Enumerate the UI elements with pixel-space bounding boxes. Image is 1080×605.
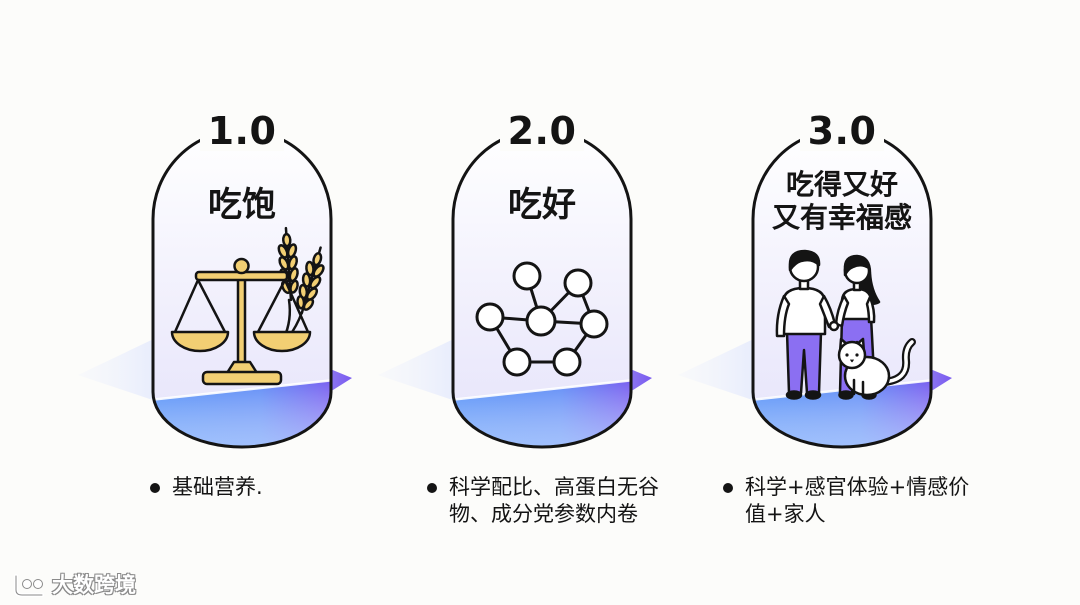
version-label: 3.0 [800, 111, 884, 151]
stage-title-line: 吃好 [453, 182, 631, 228]
bullet-line: 科学配比、高蛋白无谷 [449, 474, 659, 501]
bullet-text: 科学+感官体验+情感价 值+家人 [745, 474, 969, 528]
stage-capsule-graphic [370, 110, 660, 460]
stage-title: 吃好 [453, 182, 631, 228]
bullet-dot [150, 483, 160, 493]
stage-title: 吃得又好 又有幸福感 [753, 168, 931, 234]
stage-card-1: 1.0 吃饱 [70, 110, 360, 460]
bullet-line: 基础营养. [172, 474, 263, 501]
stage-title-line: 吃饱 [153, 182, 331, 228]
watermark: 大数跨境 [12, 571, 162, 599]
stage-capsule-graphic [670, 110, 960, 460]
bullet-text: 基础营养. [172, 474, 263, 501]
bullet-line: 物、成分党参数内卷 [449, 501, 659, 528]
brand-logo-icon [12, 572, 48, 598]
stage-card-3: 3.0 吃得又好 又有幸福感 [670, 110, 960, 460]
bullet-line: 科学+感官体验+情感价 [745, 474, 969, 501]
bullet-dot [427, 483, 437, 493]
bullet-text: 科学配比、高蛋白无谷 物、成分党参数内卷 [449, 474, 659, 528]
bullet-line: 值+家人 [745, 501, 969, 528]
stage-title-line: 吃得又好 [753, 168, 931, 201]
version-label: 1.0 [200, 111, 284, 151]
stage-card-2: 2.0 吃好 [370, 110, 660, 460]
stage-title-line: 又有幸福感 [753, 201, 931, 234]
bullet-dot [723, 483, 733, 493]
stage-title: 吃饱 [153, 182, 331, 228]
watermark-text: 大数跨境 [52, 571, 136, 599]
stage-capsule-graphic [70, 110, 360, 460]
version-label: 2.0 [500, 111, 584, 151]
